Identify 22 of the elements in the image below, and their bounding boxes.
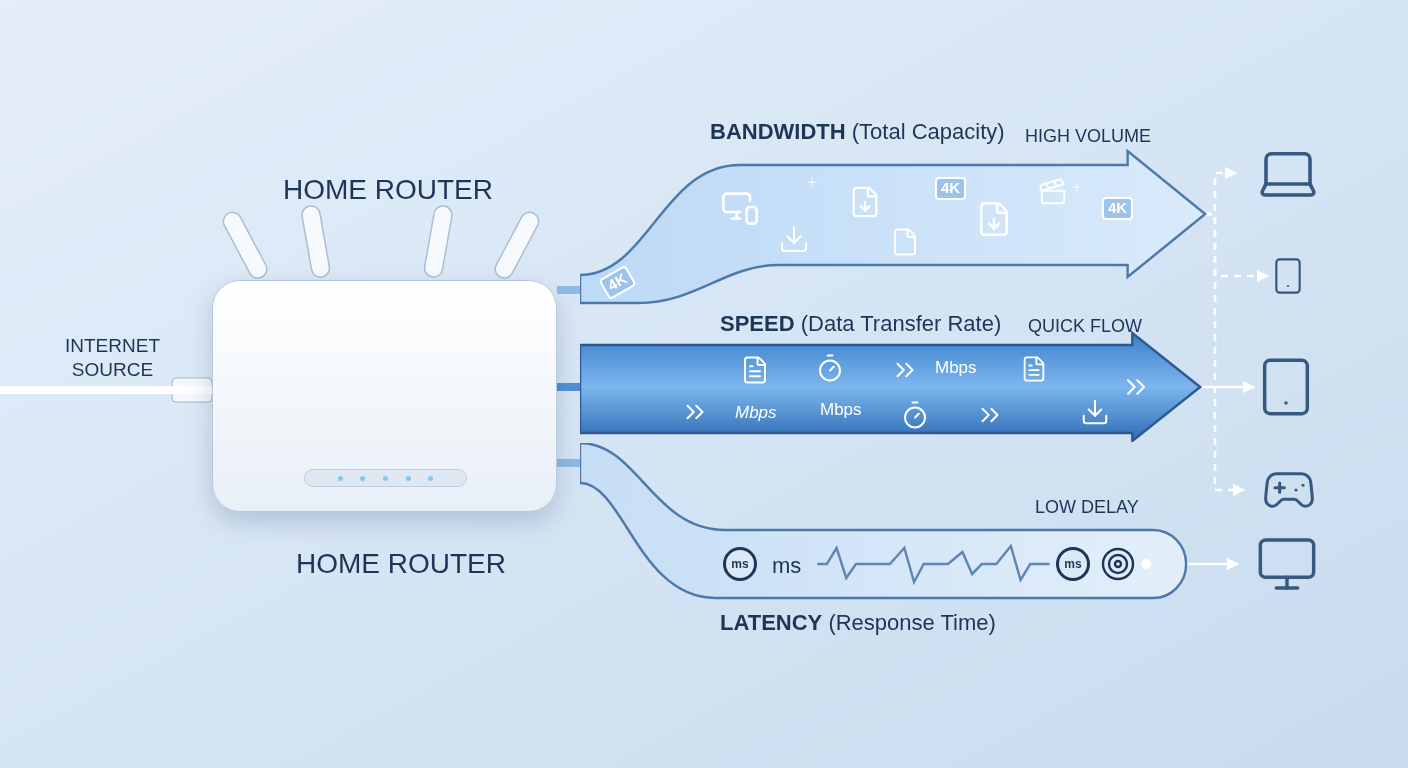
rate-label: Mbps: [820, 399, 862, 421]
unit-label: ms: [772, 552, 802, 580]
flow-caption: QUICK FLOW: [1028, 315, 1142, 338]
device-title: HOME ROUTER: [283, 173, 493, 207]
latency-flow-pipe: [580, 443, 1190, 635]
resolution-tag: 4K: [935, 177, 967, 200]
section-heading: SPEED (Data Transfer Rate): [720, 310, 1002, 338]
source-label: INTERNET SOURCE: [64, 334, 161, 382]
flow-caption: HIGH VOLUME: [1025, 125, 1152, 148]
section-heading: BANDWIDTH (Total Capacity): [710, 118, 1005, 146]
resolution-tag: 4K: [1102, 197, 1134, 220]
cable: [557, 286, 580, 294]
arrow: [1205, 212, 1246, 497]
arrow: [1200, 380, 1256, 394]
rate-label: Mbps: [935, 357, 977, 379]
device-caption: HOME ROUTER: [296, 547, 506, 581]
rate-label: Mbps: [735, 402, 777, 424]
cable: [557, 383, 580, 391]
section-heading: LATENCY (Response Time): [720, 609, 996, 637]
cable: [557, 459, 580, 467]
flow-caption: LOW DELAY: [1035, 496, 1139, 519]
cable: [0, 386, 212, 394]
